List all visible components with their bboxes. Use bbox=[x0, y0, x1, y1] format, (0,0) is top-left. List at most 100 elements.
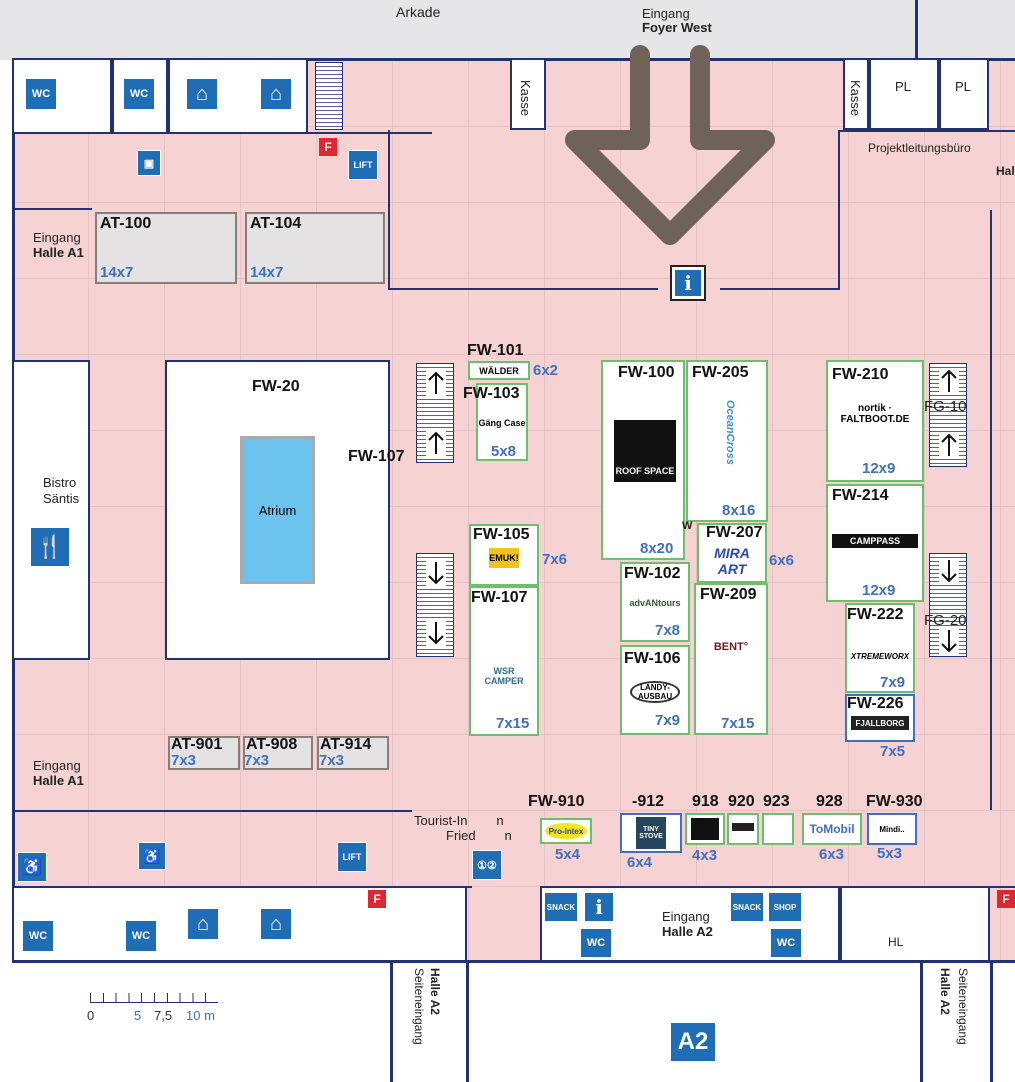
eingang-label: Eingang bbox=[33, 758, 81, 773]
booth-923[interactable] bbox=[762, 813, 794, 845]
area-label-fw-107: FW-107 bbox=[348, 448, 405, 465]
booth-fw-214[interactable]: CAMPPASS bbox=[826, 484, 924, 602]
booth-size: 7x3 bbox=[171, 752, 197, 769]
booth-at-100[interactable] bbox=[95, 212, 237, 284]
arrow-up-icon bbox=[426, 430, 446, 456]
booth-fw-102[interactable]: advANtours bbox=[620, 562, 690, 642]
hall-a2-badge: A2 bbox=[670, 1022, 716, 1062]
booth-928[interactable]: ToMobil bbox=[802, 813, 862, 845]
booth-at-901[interactable] bbox=[168, 736, 240, 770]
booth-fw-207[interactable]: MIRA ART bbox=[697, 523, 767, 583]
booth-size: 14x7 bbox=[100, 264, 134, 281]
booth-fw-222[interactable]: XTREMEWORX bbox=[845, 603, 915, 693]
booth-size: 12x9 bbox=[862, 582, 896, 599]
booth-label: FW-101 bbox=[467, 342, 524, 359]
cloakroom-icon: ⌂ bbox=[260, 78, 292, 110]
wall bbox=[838, 130, 1015, 132]
wall bbox=[388, 288, 658, 290]
booth-918[interactable] bbox=[685, 813, 725, 845]
restaurant-icon: 🍴 bbox=[30, 527, 70, 567]
wall bbox=[12, 960, 1015, 963]
booth-size: 5x4 bbox=[555, 846, 581, 863]
scale-tick: 10 m bbox=[186, 1008, 215, 1023]
booth-size: 6x3 bbox=[819, 846, 845, 863]
booth-size: 5x8 bbox=[491, 443, 517, 460]
booth-size: 7x8 bbox=[655, 622, 681, 639]
arrow-down-icon bbox=[939, 558, 959, 584]
booth-fw-103[interactable]: Gäng Case bbox=[476, 383, 528, 461]
booth-label: FW-100 bbox=[618, 364, 675, 381]
booth-fw-107[interactable]: WSR CAMPER bbox=[469, 586, 539, 736]
booth-size: 6x6 bbox=[769, 552, 795, 569]
halle-a1-label: Halle A1 bbox=[33, 245, 84, 260]
escalator-up bbox=[416, 363, 454, 463]
booth-at-104[interactable] bbox=[245, 212, 385, 284]
fire-extinguisher-icon: F bbox=[319, 138, 337, 156]
booth-fw-100[interactable]: ROOF SPACE bbox=[601, 360, 685, 560]
fg-10-label: FG-10 bbox=[924, 398, 967, 415]
exhibitor-logo: OceanCross bbox=[724, 399, 736, 465]
booth-fw-226[interactable]: FJALLBORG bbox=[845, 694, 915, 742]
booth-at-914[interactable] bbox=[317, 736, 389, 770]
exhibitor-logo: CAMPPASS bbox=[832, 534, 918, 548]
halle-a2-label: Halle A2 bbox=[662, 924, 713, 939]
kasse-label: Kasse bbox=[518, 80, 533, 117]
exhibitor-logo: nortik · FALTBOOT.DE bbox=[840, 403, 910, 425]
booth-label: 928 bbox=[816, 793, 843, 810]
booth-fw-101[interactable]: WÄLDER bbox=[468, 361, 530, 380]
scale-tick: 5 bbox=[134, 1008, 142, 1023]
wall bbox=[915, 0, 918, 58]
fire-extinguisher-icon: F bbox=[368, 890, 386, 908]
booth-fw-910[interactable]: Pro-Intex bbox=[540, 818, 592, 844]
booth-fw-105[interactable]: EMUK! bbox=[469, 524, 539, 586]
booth-fw-205[interactable]: OceanCross bbox=[686, 360, 768, 522]
atrium: Atrium bbox=[240, 436, 315, 584]
halle-a2-side-label: Halle A2 bbox=[938, 968, 952, 1015]
booth-fw-20[interactable] bbox=[165, 360, 390, 660]
booth-label: FW-226 bbox=[847, 695, 904, 712]
bistro-room bbox=[12, 360, 90, 660]
booth-label: FW-222 bbox=[847, 606, 904, 623]
pl-label: PL bbox=[895, 79, 911, 94]
hl-label: HL bbox=[888, 935, 904, 949]
booth-size: 7x6 bbox=[542, 551, 568, 568]
info-point[interactable]: i bbox=[670, 265, 706, 301]
booth-label: AT-914 bbox=[320, 736, 372, 753]
booth-label: FW-107 bbox=[471, 589, 528, 606]
escalator-up bbox=[929, 363, 967, 467]
booth-fw-209[interactable]: BENT° bbox=[694, 583, 768, 735]
exhibitor-logo bbox=[691, 818, 719, 840]
atm-icon: ▣ bbox=[137, 150, 161, 176]
wall bbox=[920, 962, 923, 1082]
booth-fw-106[interactable]: LANDY-AUSBAU bbox=[620, 645, 690, 735]
wall bbox=[720, 288, 840, 290]
fire-extinguisher-icon: F bbox=[997, 890, 1015, 908]
exhibitor-logo: advANtours bbox=[629, 598, 681, 608]
booth-label: FW-214 bbox=[832, 487, 889, 504]
arrow-up-icon bbox=[939, 432, 959, 458]
exhibitor-logo: Pro-Intex bbox=[545, 823, 587, 839]
exhibitor-logo: WSR CAMPER bbox=[484, 666, 524, 686]
booth-fw-912[interactable]: TINY STOVE bbox=[620, 813, 682, 853]
booth-size: 7x15 bbox=[721, 715, 755, 732]
booth-at-908[interactable] bbox=[243, 736, 313, 770]
tourist-info-label: Tourist-In n bbox=[414, 813, 504, 828]
booth-label: -912 bbox=[632, 793, 665, 810]
down-arrow-icon bbox=[565, 45, 775, 245]
booth-size: 7x3 bbox=[244, 752, 270, 769]
exhibitor-logo: MIRA ART bbox=[714, 545, 750, 577]
exhibitor-logo: WÄLDER bbox=[479, 365, 519, 376]
wc-icon: WC bbox=[125, 920, 157, 952]
cloakroom-icon: ⌂ bbox=[186, 78, 218, 110]
booth-920[interactable] bbox=[727, 813, 759, 845]
lift-icon: LIFT bbox=[337, 842, 367, 872]
arkade-area bbox=[0, 0, 1015, 60]
info-icon: i bbox=[584, 892, 614, 922]
pl-room bbox=[939, 58, 989, 130]
booth-fw-930[interactable]: Mindi.. bbox=[867, 813, 917, 845]
arrow-up-icon bbox=[426, 370, 446, 396]
info-icon: i bbox=[674, 269, 702, 297]
booth-fw-210[interactable]: nortik · FALTBOOT.DE bbox=[826, 360, 924, 482]
small-label-w: W bbox=[682, 520, 693, 532]
arrow-down-icon bbox=[426, 620, 446, 646]
